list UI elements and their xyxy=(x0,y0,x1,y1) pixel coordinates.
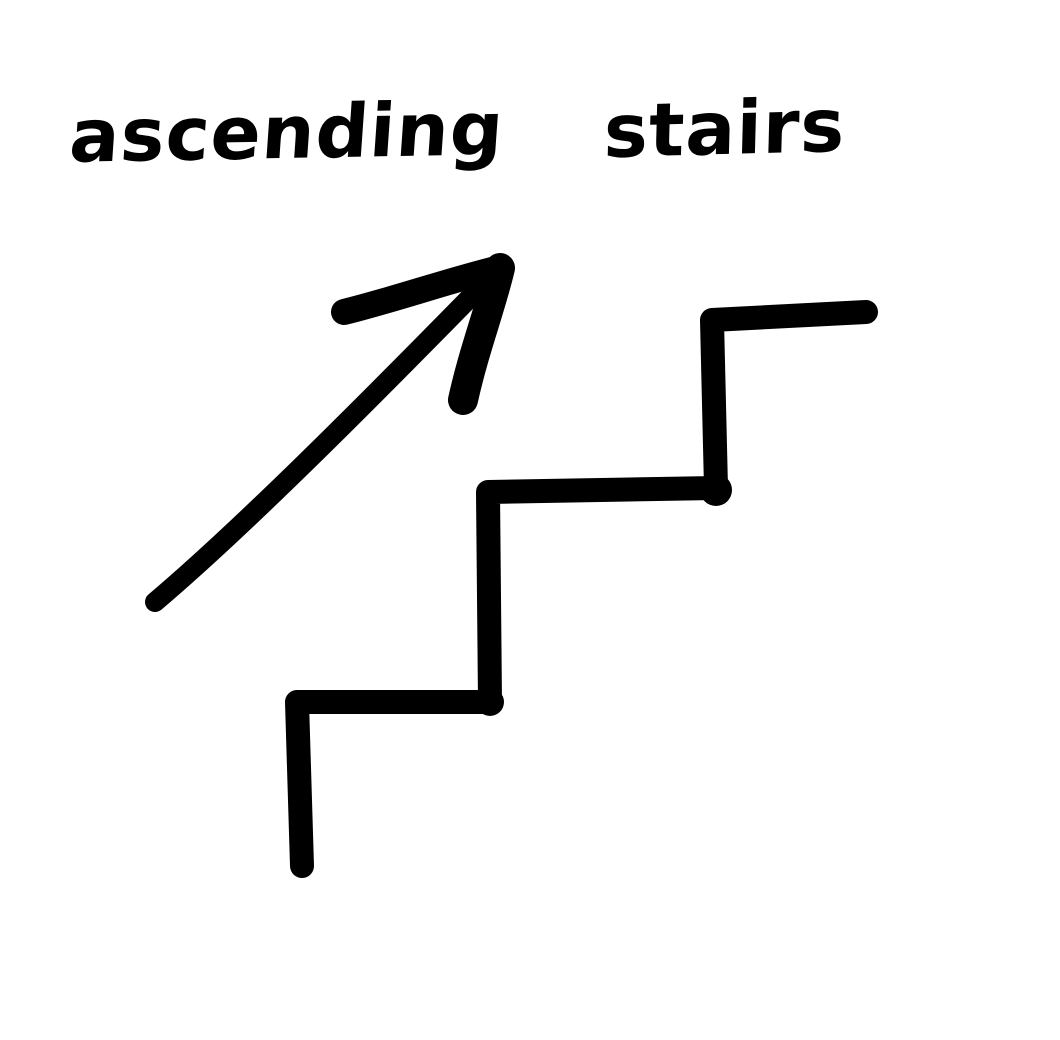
stair-corner-dot-2 xyxy=(700,474,732,506)
arrow-head-left xyxy=(331,255,513,325)
staircase xyxy=(285,300,878,878)
arrow-shaft xyxy=(145,262,505,612)
arrow-head-right xyxy=(448,253,515,415)
ascending-arrow xyxy=(145,253,515,612)
stair-corner-dot-1 xyxy=(476,688,504,716)
staircase-outline xyxy=(285,300,878,878)
